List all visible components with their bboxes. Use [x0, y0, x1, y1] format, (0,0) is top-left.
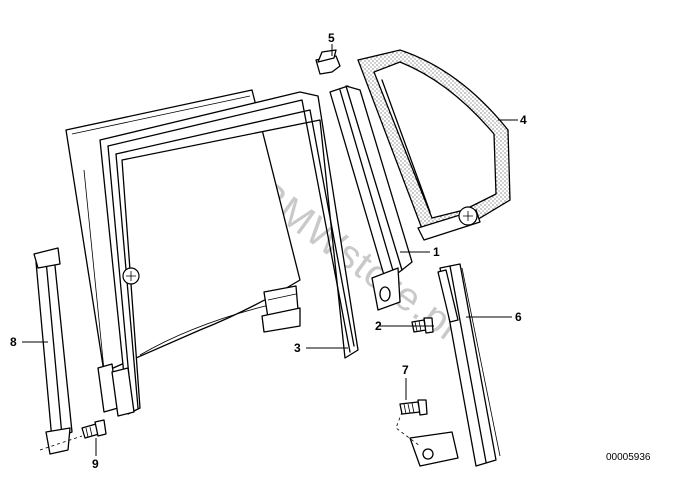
screw-part-9 [39, 419, 107, 451]
window-channel-seal [97, 91, 359, 417]
callout-2: 2 [375, 319, 382, 333]
callout-9: 9 [92, 457, 99, 471]
callout-5: 5 [328, 31, 335, 45]
callout-4: 4 [520, 113, 527, 127]
rubber-buffer [315, 49, 341, 75]
window-guide-rail [329, 85, 413, 311]
trim-strip-right [437, 263, 501, 467]
callout-8: 8 [10, 335, 17, 349]
pillar-cover [33, 247, 73, 455]
callout-1: 1 [433, 245, 440, 259]
mounting-bracket [395, 411, 459, 467]
screw-part-7 [399, 399, 428, 416]
callout-6: 6 [515, 310, 522, 324]
callout-7: 7 [402, 363, 409, 377]
quarter-glass-seal [357, 49, 511, 241]
reference-number: 00005936 [606, 452, 651, 463]
leader-lines [22, 44, 518, 456]
callout-3: 3 [294, 341, 301, 355]
